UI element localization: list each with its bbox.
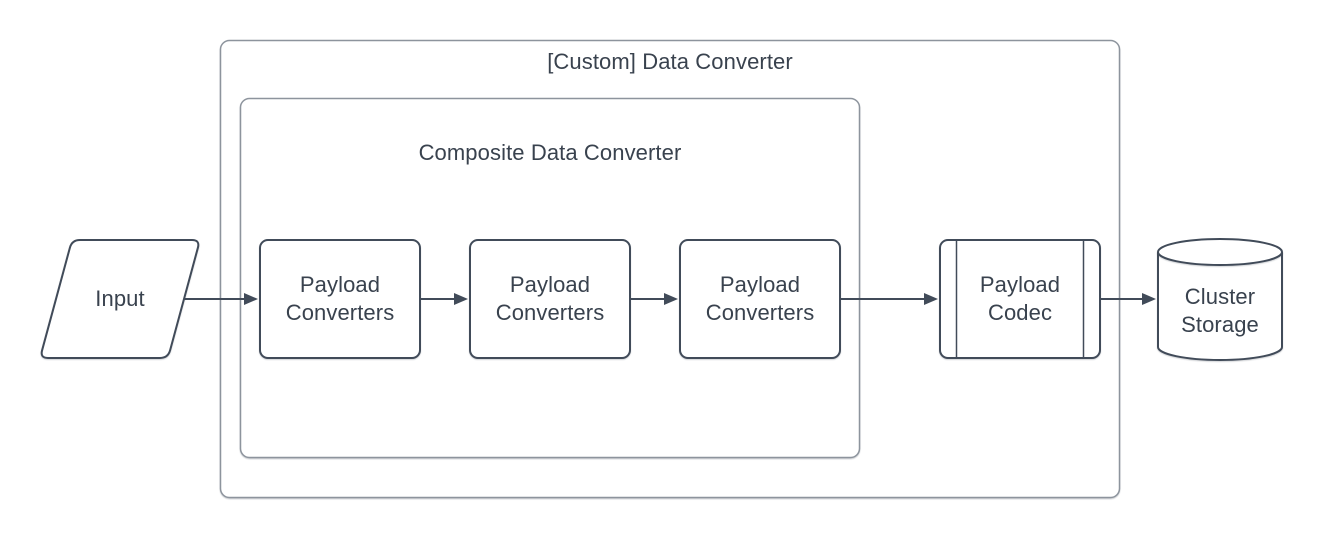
arrowhead-icon	[244, 293, 258, 305]
edge-payload-converters-1-to-2	[420, 293, 468, 305]
edge-codec-to-cluster-storage	[1100, 293, 1156, 305]
arrowhead-icon	[1142, 293, 1156, 305]
edge-input-to-payload-converters-1	[184, 293, 258, 305]
outer-container-title: [Custom] Data Converter	[547, 49, 793, 74]
cluster-storage-label: Cluster Storage	[1181, 284, 1259, 337]
payload-converters-2-label: Payload Converters	[495, 272, 605, 325]
arrowhead-icon	[924, 293, 938, 305]
input-label: Input	[95, 286, 145, 311]
input-node-shape	[40, 239, 200, 359]
arrowhead-icon	[454, 293, 468, 305]
cluster-storage-body	[1157, 252, 1283, 361]
cluster-storage-top	[1157, 238, 1283, 266]
payload-codec-label: Payload Codec	[979, 272, 1061, 325]
arrowhead-icon	[664, 293, 678, 305]
payload-converters-3-label: Payload Converters	[705, 272, 815, 325]
payload-converters-1-label: Payload Converters	[285, 272, 395, 325]
inner-container-title: Composite Data Converter	[418, 140, 682, 165]
edge-payload-converters-2-to-3	[630, 293, 678, 305]
edge-payload-converters-3-to-codec	[840, 293, 938, 305]
